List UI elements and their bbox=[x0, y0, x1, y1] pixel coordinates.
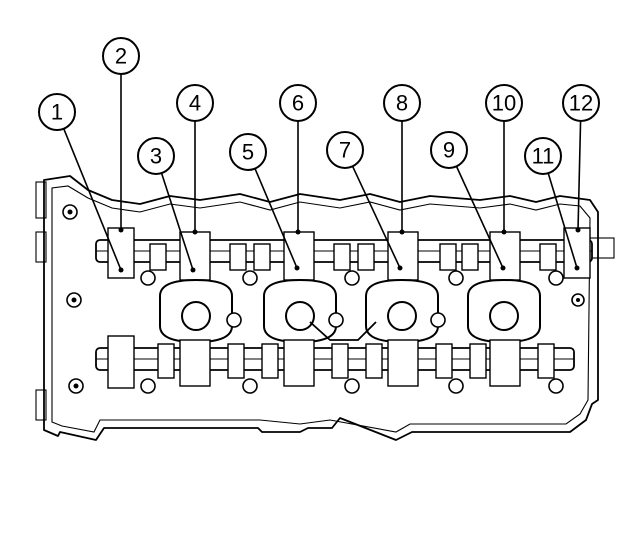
callout-circle-2 bbox=[102, 37, 140, 75]
cylinder-head-outline bbox=[35, 175, 615, 441]
callout-circle-4 bbox=[176, 84, 214, 122]
callout-leader-11 bbox=[547, 172, 578, 269]
callout-circle-9 bbox=[430, 131, 468, 169]
callout-circle-10 bbox=[485, 84, 523, 122]
callout-circle-5 bbox=[229, 133, 267, 171]
callout-label-6: 6 bbox=[292, 91, 304, 116]
callout-leader-9 bbox=[455, 166, 504, 269]
callout-circle-11 bbox=[524, 137, 562, 175]
callout-target-4 bbox=[192, 229, 198, 235]
callout-leader-3 bbox=[160, 172, 194, 271]
callout-target-6 bbox=[295, 229, 301, 235]
callout-label-9: 9 bbox=[443, 138, 455, 163]
intake-camshaft bbox=[95, 227, 593, 281]
callout-leader-1 bbox=[63, 128, 122, 271]
callout-circle-6 bbox=[279, 84, 317, 122]
callout-label-12: 12 bbox=[569, 91, 593, 116]
callout-target-9 bbox=[500, 265, 506, 271]
callout-label-1: 1 bbox=[51, 100, 63, 125]
callout-circle-3 bbox=[137, 137, 175, 175]
callout-label-5: 5 bbox=[242, 140, 254, 165]
callout-circle-7 bbox=[326, 131, 364, 169]
callout-label-8: 8 bbox=[396, 91, 408, 116]
callout-label-11: 11 bbox=[532, 144, 555, 169]
callout-label-10: 10 bbox=[492, 91, 516, 116]
callout-circle-1 bbox=[38, 93, 76, 131]
callout-circle-12 bbox=[562, 84, 600, 122]
callout-target-5 bbox=[294, 265, 300, 271]
callout-label-4: 4 bbox=[189, 91, 201, 116]
callout-target-7 bbox=[397, 265, 403, 271]
exhaust-camshaft bbox=[95, 270, 575, 394]
spark-plug-bosses bbox=[159, 278, 541, 344]
callout-leader-7 bbox=[351, 165, 401, 269]
callout-target-1 bbox=[118, 267, 124, 273]
callout-target-11 bbox=[574, 265, 580, 271]
callout-label-7: 7 bbox=[339, 138, 351, 163]
callout-label-2: 2 bbox=[115, 44, 127, 69]
callout-leader-12 bbox=[577, 120, 582, 231]
callout-label-3: 3 bbox=[150, 144, 162, 169]
callout-target-3 bbox=[190, 267, 196, 273]
callout-target-2 bbox=[118, 227, 124, 233]
callout-target-8 bbox=[399, 229, 405, 235]
callout-target-12 bbox=[575, 227, 581, 233]
callout-target-10 bbox=[501, 229, 507, 235]
callout-leader-5 bbox=[254, 168, 298, 269]
callout-circle-8 bbox=[383, 84, 421, 122]
